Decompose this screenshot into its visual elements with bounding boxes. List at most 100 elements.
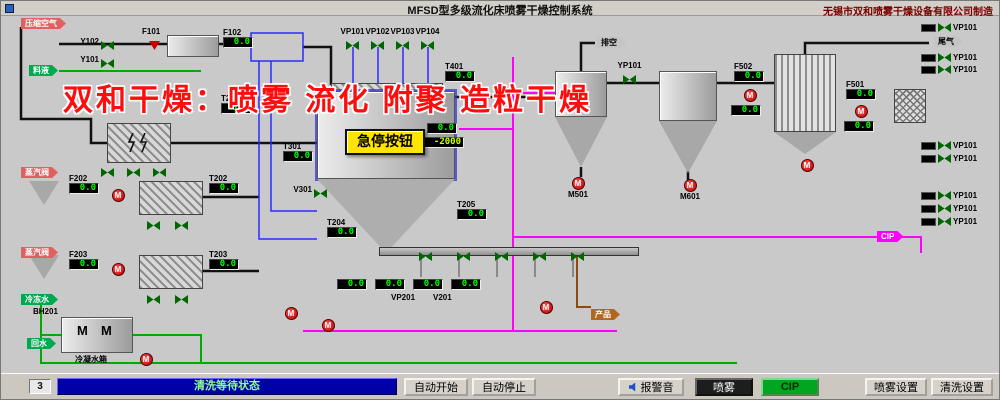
cip-button[interactable]: CIP [761, 378, 819, 396]
pump-icon[interactable]: M [278, 307, 304, 320]
spray-settings-button[interactable]: 喷雾设置 [865, 378, 927, 396]
numeric-display: 0.0 [375, 279, 405, 290]
valve-icon[interactable]: YP101 [617, 62, 642, 89]
valve-icon[interactable] [938, 141, 951, 150]
feed-hopper-1 [29, 181, 59, 205]
valve-icon[interactable]: VP101 [340, 28, 365, 55]
valve-label: YP101 [617, 61, 642, 70]
display-label: T202 [209, 174, 228, 183]
valve-icon[interactable] [175, 291, 188, 309]
right-valve-row: VP101 [921, 141, 977, 150]
right-valve-row: YP101 [921, 53, 977, 62]
display-value-box: 0.0 [457, 209, 487, 220]
numeric-display [921, 191, 936, 200]
valve-icon[interactable] [147, 217, 160, 235]
pump-icon[interactable]: M [315, 319, 341, 332]
manufacturer-label: 无锡市双和喷雾干燥设备有限公司制造 [823, 7, 993, 18]
valve-icon[interactable] [153, 164, 166, 182]
product-pipe [576, 256, 591, 308]
numeric-display [921, 65, 936, 74]
valve-icon[interactable] [938, 23, 951, 32]
numeric-display: 0.0 [451, 279, 481, 290]
valve-label: VP101 [953, 141, 978, 150]
valve-label: VP103 [390, 27, 415, 36]
feed-hopper-2 [29, 255, 59, 279]
valve-icon[interactable]: VP102 [365, 28, 390, 55]
valve-icon[interactable] [938, 191, 951, 200]
pump-motor-glyph: M [284, 307, 298, 320]
valve-label: YP101 [953, 65, 978, 74]
flow-tag: 蒸汽阀 [21, 167, 58, 178]
valve-icon[interactable] [147, 291, 160, 309]
valve-icon[interactable] [419, 248, 432, 266]
pump-icon[interactable]: M [533, 301, 559, 314]
pump-icon[interactable]: M [105, 263, 131, 276]
pump-motor-glyph: M [800, 159, 814, 172]
valve-icon[interactable] [175, 217, 188, 235]
spray-button[interactable]: 喷雾 [695, 378, 753, 396]
text-label: 冷凝水箱 [75, 355, 107, 364]
cyclone-2-cone [659, 121, 717, 173]
clean-settings-button[interactable]: 清洗设置 [931, 378, 993, 396]
pump-icon[interactable]: M [794, 159, 820, 172]
air-pipes [19, 27, 929, 273]
display-label: T205 [457, 200, 476, 209]
valve-icon[interactable]: Y101 [80, 55, 114, 73]
text-label: VP201 [391, 293, 416, 302]
pump-icon[interactable]: M [848, 105, 874, 118]
valve-icon[interactable] [938, 217, 951, 226]
pump-icon[interactable]: M [105, 189, 131, 202]
drying-chamber-cone [317, 179, 455, 253]
valve-icon[interactable]: VP104 [415, 28, 440, 55]
valve-icon[interactable] [495, 248, 508, 266]
alarm-sound-button[interactable]: 报警音 [618, 378, 684, 396]
display-label: T201 [221, 94, 240, 103]
pump-icon[interactable]: M [133, 353, 159, 366]
flow-tag: 排空 [597, 37, 626, 48]
flow-tag: 回水 [27, 338, 56, 349]
valve-icon[interactable]: VP103 [390, 28, 415, 55]
valve-icon[interactable] [938, 65, 951, 74]
right-valve-row: YP101 [921, 65, 977, 74]
valve-label: YP101 [953, 191, 978, 200]
display-label: F102 [223, 28, 242, 37]
display-value-box: 0.0 [734, 71, 764, 82]
pump-motor-glyph: M [743, 89, 757, 102]
emergency-stop-button[interactable]: 急停按钮 [345, 129, 425, 155]
valve-icon[interactable] [533, 248, 546, 266]
valve-icon[interactable] [457, 248, 470, 266]
valve-icon[interactable] [127, 164, 140, 182]
valve-icon[interactable] [101, 164, 114, 182]
pump-motor-symbol: M [101, 323, 112, 338]
valve-icon[interactable] [149, 37, 160, 55]
valve-icon[interactable]: V301 [293, 185, 327, 203]
valve-icon[interactable] [938, 154, 951, 163]
numeric-display: -2000 [424, 137, 464, 148]
auto-stop-button[interactable]: 自动停止 [472, 378, 536, 396]
pump-motor-glyph: M [683, 179, 697, 192]
display-value-box: 0.0 [413, 279, 443, 290]
valve-icon[interactable] [571, 248, 584, 266]
button-label: 自动开始 [414, 382, 458, 394]
valve-icon[interactable] [938, 204, 951, 213]
heat-exchanger-1 [107, 123, 171, 163]
display-value-box: 0.0 [209, 259, 239, 270]
valve-icon[interactable]: Y102 [80, 37, 114, 55]
pump-label: M501 [567, 190, 588, 199]
display-value-box: 0.0 [69, 183, 99, 194]
valve-label: V301 [293, 185, 312, 194]
pump-icon[interactable]: M [737, 89, 763, 102]
auto-start-button[interactable]: 自动开始 [404, 378, 468, 396]
display-value-box: 0.0 [69, 259, 99, 270]
numeric-display [921, 23, 936, 32]
valve-label: VP102 [365, 27, 390, 36]
valve-icon[interactable] [938, 53, 951, 62]
numeric-display: 0.0 [731, 105, 761, 116]
right-valve-row: YP101 [921, 217, 977, 226]
